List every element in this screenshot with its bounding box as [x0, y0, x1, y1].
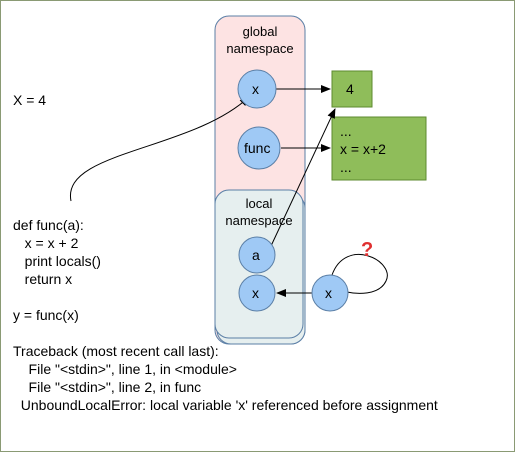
- global-name-func: [237, 126, 281, 170]
- question-mark: ?: [361, 239, 374, 261]
- error-line: UnboundLocalError: local variable 'x' re…: [13, 397, 438, 413]
- local-name-a: [238, 236, 276, 274]
- int-object-value: 4: [346, 81, 354, 97]
- local-namespace-label-line1: local: [245, 196, 273, 211]
- local-name-x: [238, 274, 276, 312]
- local-name-x-label: x: [252, 285, 259, 301]
- code-body-2: print locals(): [13, 253, 101, 269]
- dangling-name-x-label: x: [325, 285, 332, 301]
- global-namespace-label-line2: namespace: [226, 41, 294, 56]
- function-object-box: [331, 116, 427, 181]
- global-namespace-label-line1: global: [242, 24, 278, 39]
- local-name-a-label: a: [252, 247, 260, 263]
- local-a-to-int-arrow: [270, 108, 336, 247]
- self-loop-curve: [331, 254, 388, 294]
- traceback-line-2: File "<stdin>", line 2, in func: [13, 379, 202, 395]
- dangling-name-x: [311, 274, 349, 312]
- code-body-1: x = x + 2: [13, 235, 79, 251]
- local-namespace-label: local namespace: [215, 195, 303, 229]
- function-body-line-3: ...: [340, 159, 352, 175]
- code-body-3: return x: [13, 271, 73, 287]
- code-def-line: def func(a):: [13, 217, 84, 233]
- traceback-header: Traceback (most recent call last):: [13, 343, 219, 359]
- code-call-line: y = func(x): [13, 307, 79, 323]
- traceback-line-1: File "<stdin>", line 1, in <module>: [13, 361, 237, 377]
- global-name-x-label: x: [252, 81, 259, 97]
- global-name-x: [237, 69, 277, 109]
- code-assign-x: X = 4: [13, 92, 47, 108]
- int-object-box: [331, 70, 373, 108]
- global-name-func-label: func: [244, 140, 271, 156]
- function-body-line-1: ...: [340, 123, 352, 139]
- local-namespace-label-line2: namespace: [225, 213, 293, 228]
- global-namespace-label: global namespace: [215, 23, 305, 57]
- assignment-arrow: [70, 96, 250, 202]
- function-body-line-2: x = x+2: [340, 141, 386, 157]
